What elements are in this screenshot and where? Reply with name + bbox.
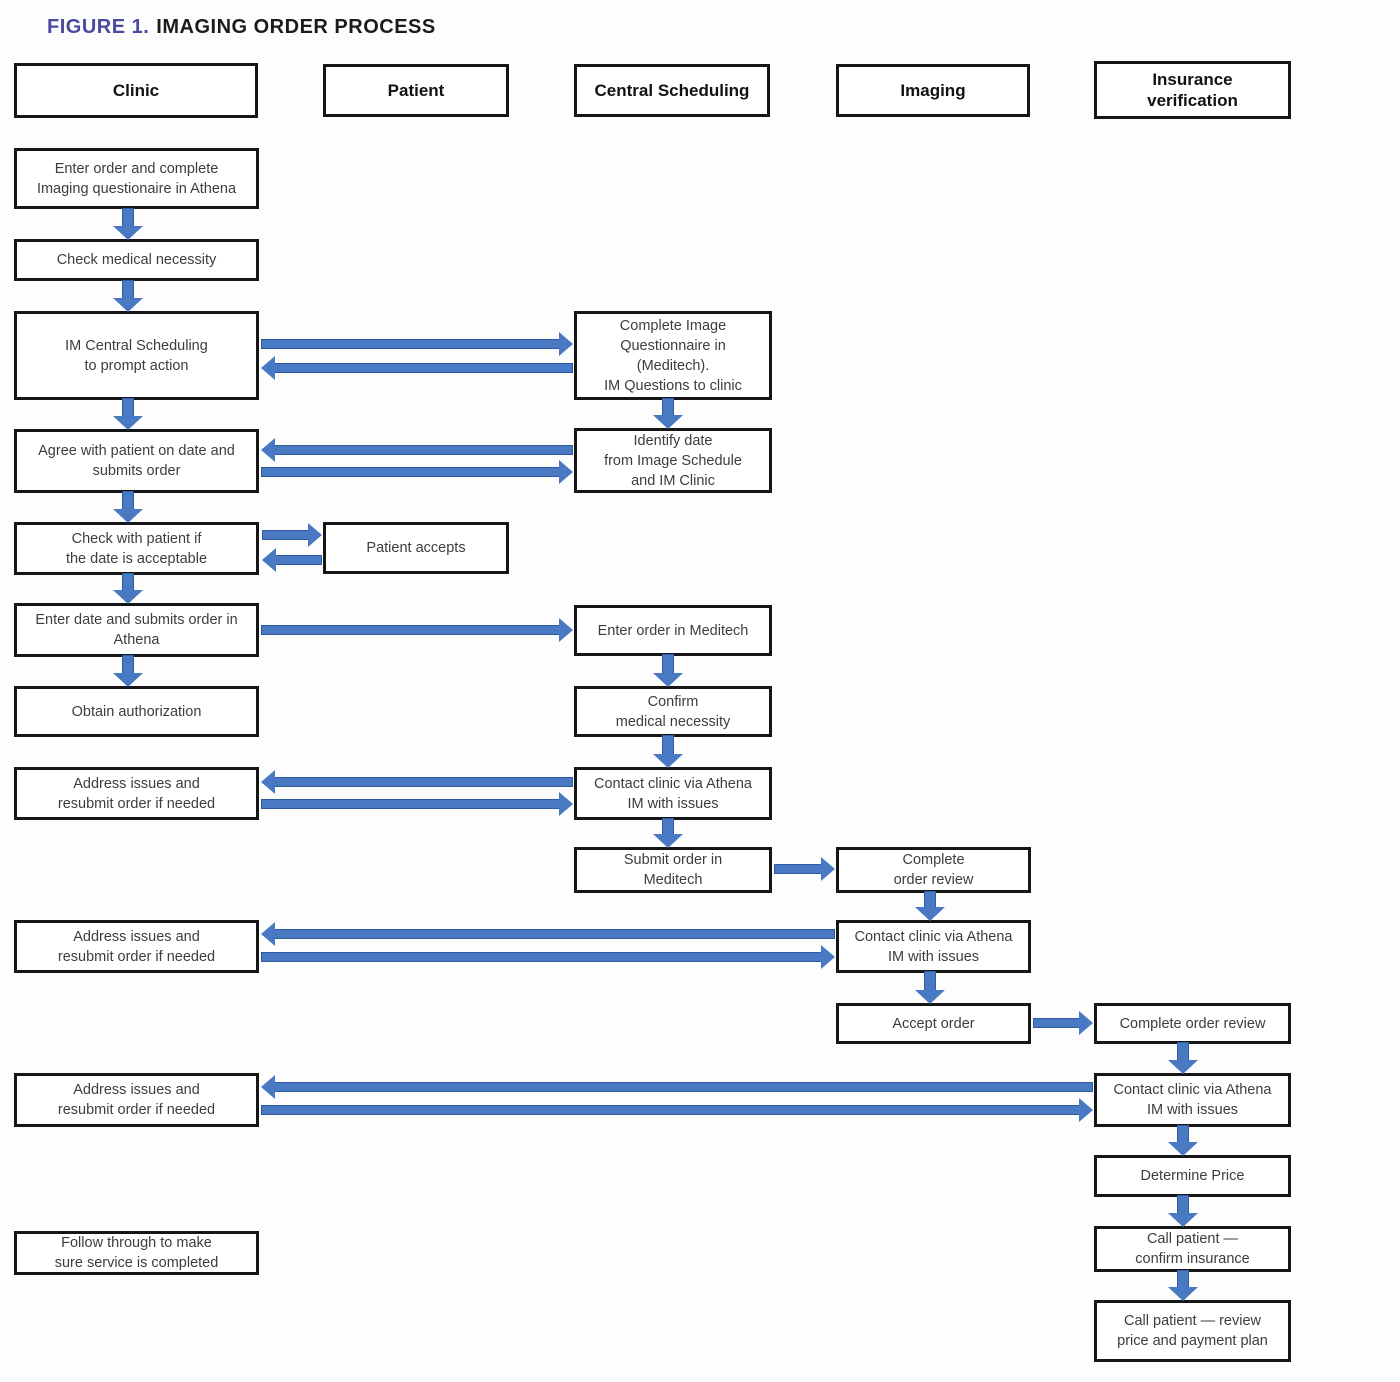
node-obtain-authorization: Obtain authorization [14,686,259,737]
node-accept-order: Accept order [836,1003,1031,1044]
node-submit-order-meditech: Submit order in Meditech [574,847,772,893]
flow-arrow-left-icon [261,770,573,794]
flow-arrow-down-icon [915,971,945,1004]
node-im-central-scheduling: IM Central Scheduling to prompt action [14,311,259,400]
flow-arrow-right-icon [1033,1011,1093,1035]
flow-arrow-left-icon [261,356,573,380]
lane-header-central-scheduling: Central Scheduling [574,64,770,117]
flow-arrow-down-icon [113,208,143,240]
flow-arrow-right-icon [261,332,573,356]
flow-arrow-down-icon [1168,1042,1198,1074]
flow-arrow-down-icon [113,655,143,687]
node-identify-date: Identify date from Image Schedule and IM… [574,428,772,493]
flow-arrow-down-icon [1168,1125,1198,1156]
flow-arrow-down-icon [653,398,683,429]
node-confirm-medical-necessity: Confirm medical necessity [574,686,772,737]
node-check-medical-necessity: Check medical necessity [14,239,259,281]
node-address-issues-2: Address issues and resubmit order if nee… [14,920,259,973]
flow-arrow-right-icon [261,460,573,484]
flow-arrow-left-icon [262,548,322,572]
node-complete-questionnaire: Complete Image Questionnaire in (Meditec… [574,311,772,400]
node-enter-date-athena: Enter date and submits order in Athena [14,603,259,657]
node-contact-clinic-cs: Contact clinic via Athena IM with issues [574,767,772,820]
flow-arrow-down-icon [113,573,143,604]
figure-title-text: IMAGING ORDER PROCESS [156,16,436,38]
flow-arrow-right-icon [261,945,835,969]
node-address-issues-1: Address issues and resubmit order if nee… [14,767,259,820]
flow-arrow-down-icon [1168,1270,1198,1301]
node-agree-with-patient: Agree with patient on date and submits o… [14,429,259,493]
node-contact-clinic-insurance: Contact clinic via Athena IM with issues [1094,1073,1291,1127]
node-contact-clinic-imaging: Contact clinic via Athena IM with issues [836,920,1031,973]
node-determine-price: Determine Price [1094,1155,1291,1197]
node-enter-order-athena: Enter order and complete Imaging questio… [14,148,259,209]
lane-header-imaging: Imaging [836,64,1030,117]
node-complete-order-review-imaging: Complete order review [836,847,1031,893]
flow-arrow-right-icon [774,857,835,881]
flow-arrow-right-icon [261,618,573,642]
node-complete-order-review-insurance: Complete order review [1094,1003,1291,1044]
node-patient-accepts: Patient accepts [323,522,509,574]
flow-arrow-down-icon [113,280,143,312]
node-call-patient-review: Call patient — review price and payment … [1094,1300,1291,1362]
flow-arrow-right-icon [261,792,573,816]
node-enter-order-meditech: Enter order in Meditech [574,605,772,656]
node-address-issues-3: Address issues and resubmit order if nee… [14,1073,259,1127]
figure-title: FIGURE 1. IMAGING ORDER PROCESS [47,16,436,39]
node-call-patient-confirm: Call patient — confirm insurance [1094,1226,1291,1272]
flow-arrow-down-icon [113,491,143,523]
flow-arrow-right-icon [261,1098,1093,1122]
flow-arrow-right-icon [262,523,322,547]
figure-number: FIGURE 1. [47,16,150,38]
flow-arrow-down-icon [653,735,683,768]
node-follow-through: Follow through to make sure service is c… [14,1231,259,1275]
flow-arrow-down-icon [653,654,683,687]
flow-arrow-down-icon [653,818,683,848]
lane-header-patient: Patient [323,64,509,117]
flow-arrow-left-icon [261,922,835,946]
flow-arrow-down-icon [1168,1195,1198,1227]
flow-arrow-left-icon [261,1075,1093,1099]
flow-arrow-left-icon [261,438,573,462]
flow-arrow-down-icon [915,891,945,921]
node-check-with-patient: Check with patient if the date is accept… [14,522,259,575]
lane-header-insurance-verification: Insurance verification [1094,61,1291,119]
flow-arrow-down-icon [113,398,143,430]
lane-header-clinic: Clinic [14,63,258,118]
